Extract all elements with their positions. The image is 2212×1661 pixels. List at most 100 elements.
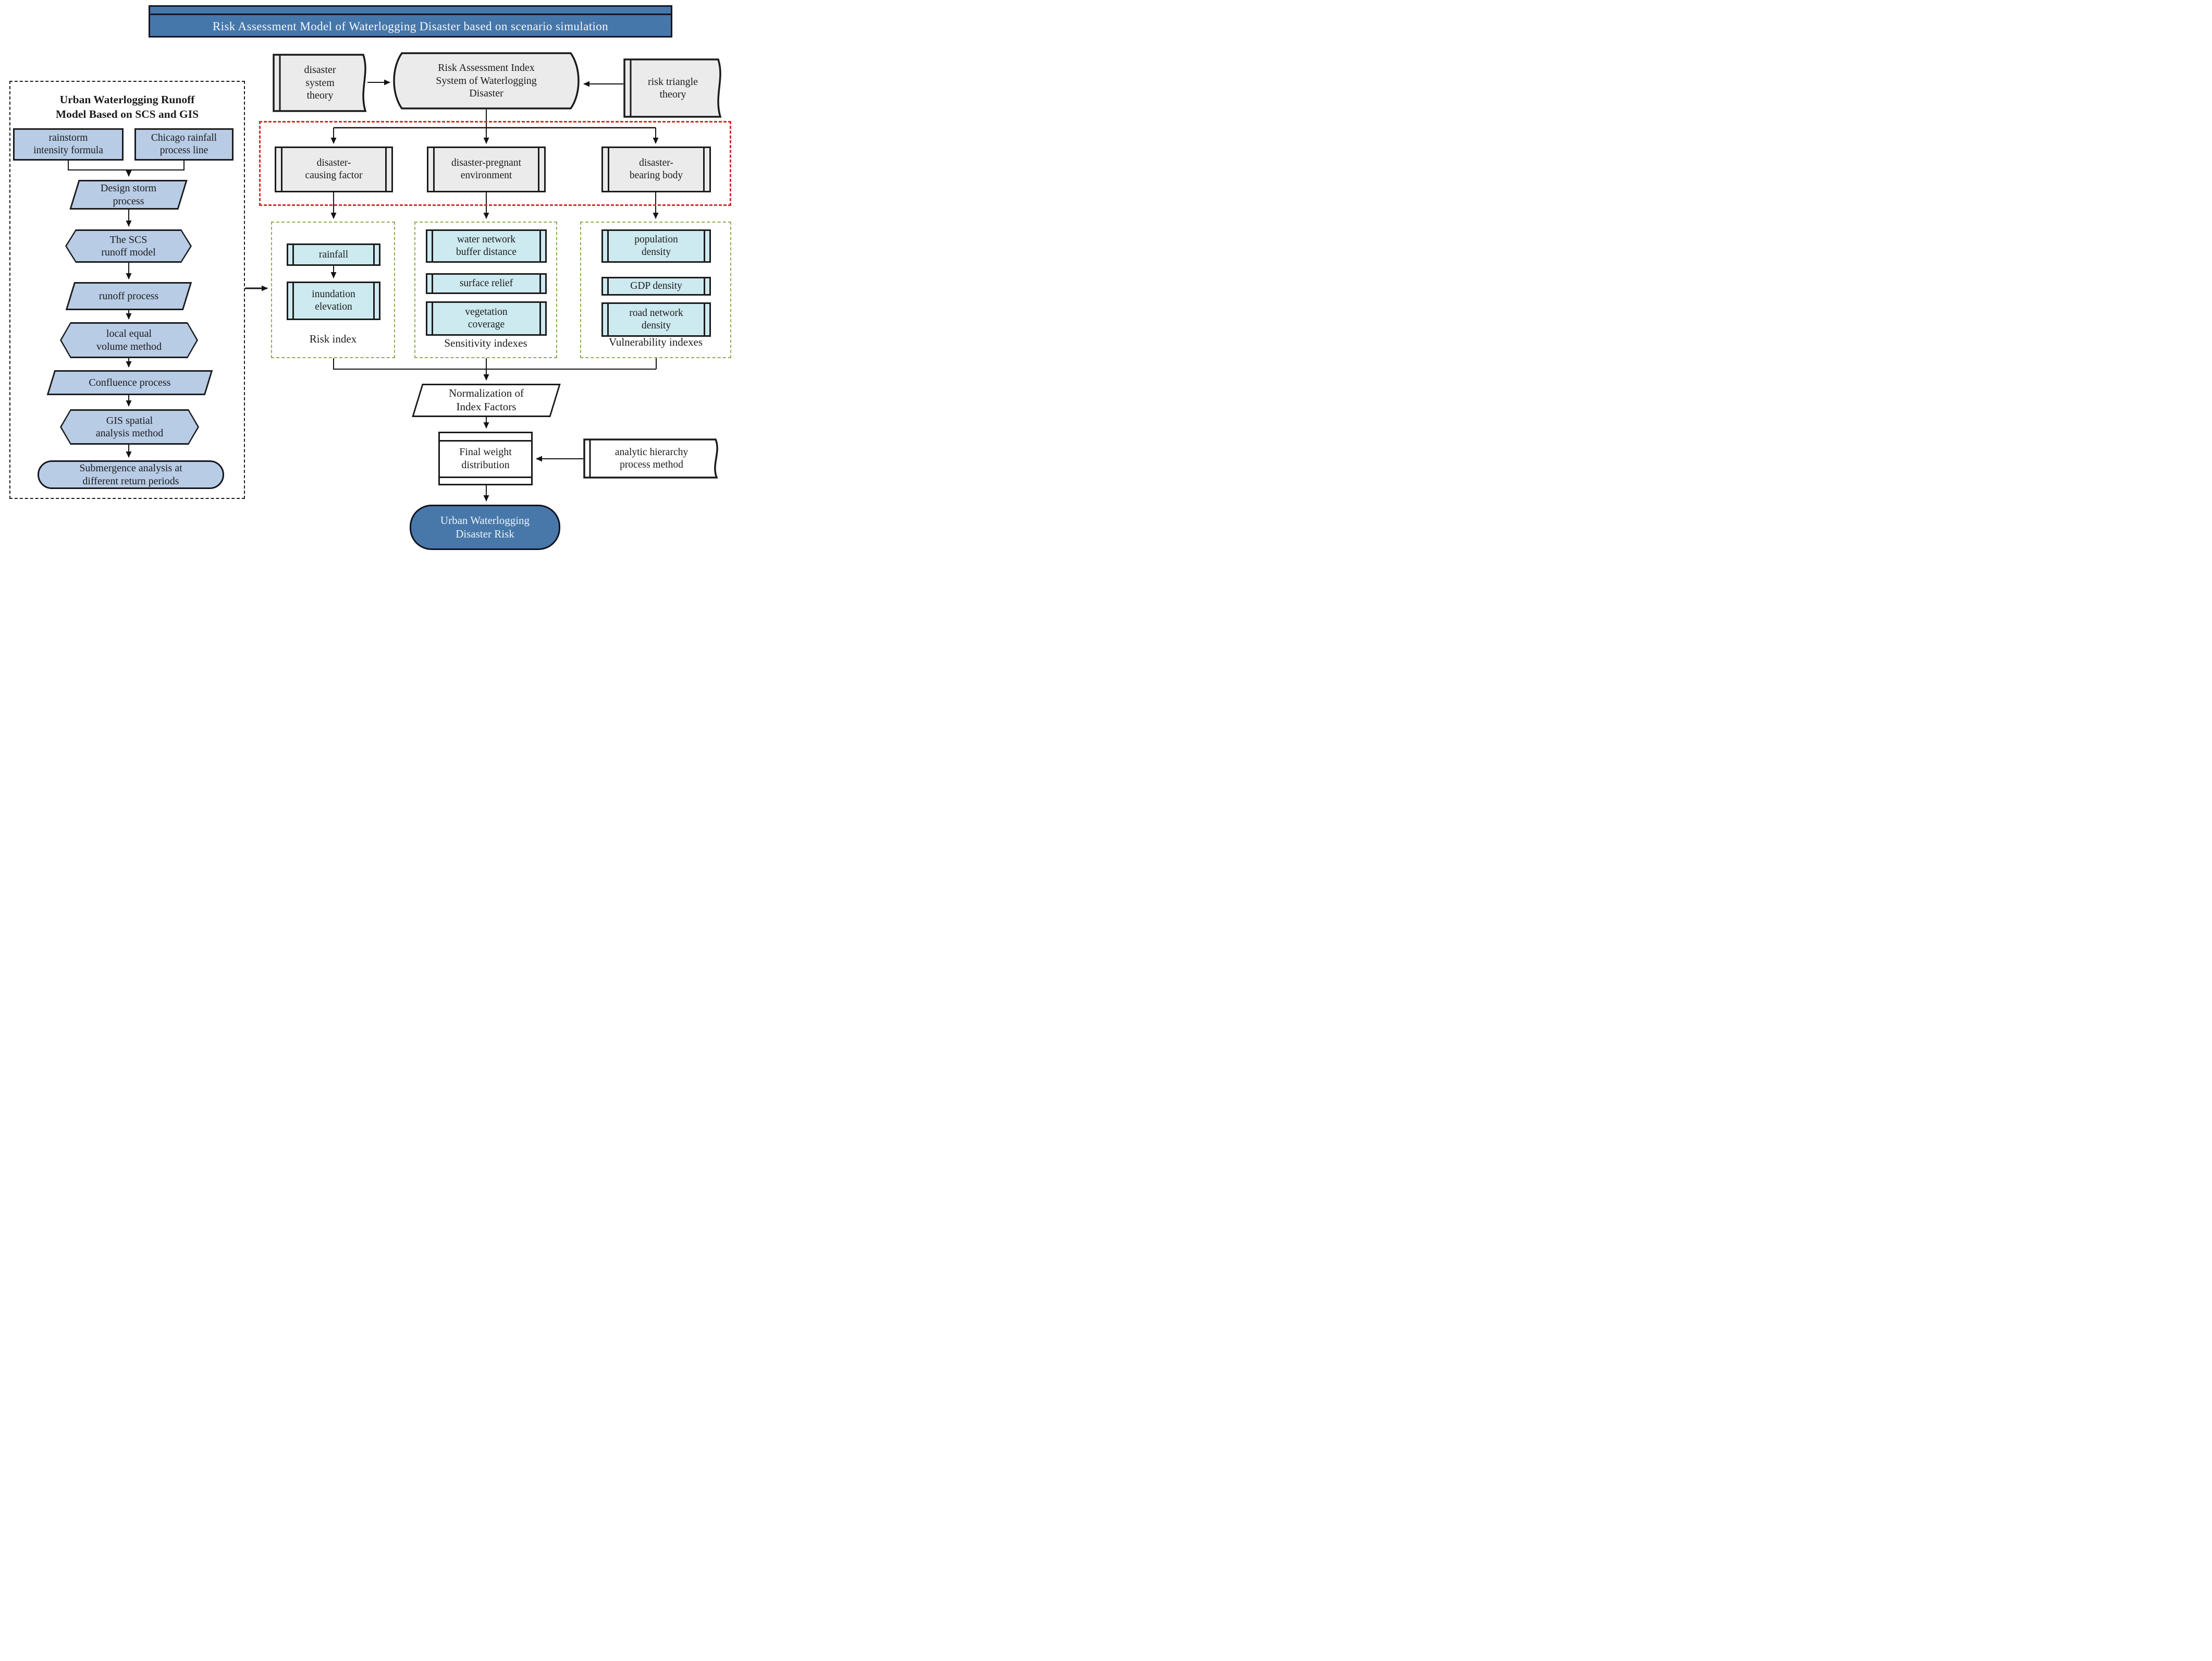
- vulnerability-group-label: Vulnerability indexes: [608, 336, 703, 348]
- node-road-network-density: road network density: [601, 302, 711, 337]
- chicago-label: Chicago rainfall process line: [151, 132, 217, 156]
- risk-index-group-label: Risk index: [309, 333, 357, 345]
- node-local-equal-volume-method: local equal volume method: [60, 322, 198, 358]
- population-density-label: population density: [634, 234, 678, 258]
- disaster-system-theory-label: disaster system theory: [304, 64, 336, 102]
- hexagon-fill: [62, 324, 196, 357]
- page-title: Risk Assessment Model of Waterlogging Di…: [212, 19, 609, 33]
- side-bar: [704, 278, 705, 294]
- side-bar: [539, 275, 541, 292]
- local-equal-volume-label: local equal volume method: [96, 328, 162, 352]
- side-bar: [607, 278, 609, 294]
- node-water-network-buffer-distance: water network buffer distance: [426, 229, 547, 263]
- side-bar: [539, 231, 541, 261]
- hexagon-fill: [62, 411, 198, 443]
- node-surface-relief: surface relief: [426, 273, 547, 294]
- node-design-storm-process: Design storm process: [68, 180, 189, 210]
- sensitivity-group-frame: [414, 222, 557, 358]
- side-bar: [704, 304, 705, 335]
- node-normalization: Normalization of Index Factors: [411, 384, 562, 417]
- side-bar: [373, 245, 375, 264]
- connector-layer: [68, 79, 659, 502]
- node-scs-runoff-model: The SCS runoff model: [65, 229, 192, 263]
- side-bar: [433, 148, 435, 191]
- side-bar: [703, 148, 705, 191]
- node-disaster-system-theory: disaster system theory: [273, 54, 367, 112]
- node-gdp-density: GDP density: [601, 277, 711, 296]
- index-system-label: Risk Assessment Index System of Waterlog…: [436, 62, 537, 100]
- node-risk-assessment-index-system: Risk Assessment Index System of Waterlog…: [392, 52, 580, 109]
- node-risk-triangle-theory: risk triangle theory: [623, 58, 722, 118]
- node-confluence-process: Confluence process: [44, 370, 215, 395]
- side-bar: [292, 283, 294, 319]
- side-bar: [292, 245, 294, 264]
- side-bar: [607, 304, 609, 335]
- submergence-label: Submergence analysis at different return…: [79, 462, 182, 487]
- rainfall-label: rainfall: [318, 249, 349, 260]
- banner-top-strip: [150, 7, 671, 15]
- side-bar: [432, 231, 433, 261]
- side-bar: [432, 275, 433, 292]
- hexagon-fill: [67, 231, 190, 261]
- final-weight-label: Final weight distribution: [459, 446, 512, 471]
- node-population-density: population density: [601, 229, 711, 263]
- side-bar: [704, 231, 705, 261]
- title-banner: Risk Assessment Model of Waterlogging Di…: [149, 5, 672, 38]
- node-chicago-rainfall-process-line: Chicago rainfall process line: [134, 128, 234, 161]
- design-storm-label: Design storm process: [100, 182, 157, 207]
- water-network-label: water network buffer distance: [456, 234, 517, 258]
- disaster-bearing-body-label: disaster- bearing body: [629, 157, 683, 181]
- side-bar: [385, 148, 387, 191]
- side-bar: [608, 148, 609, 191]
- node-disaster-bearing-body: disaster- bearing body: [601, 146, 711, 192]
- runoff-panel-title: Urban Waterlogging Runoff Model Based on…: [55, 93, 199, 120]
- node-analytic-hierarchy-process: analytic hierarchy process method: [583, 438, 720, 479]
- side-bar: [607, 231, 609, 261]
- sensitivity-group-label: Sensitivity indexes: [444, 337, 527, 349]
- node-vegetation-coverage: vegetation coverage: [426, 301, 547, 336]
- gis-spatial-label: GIS spatial analysis method: [95, 414, 164, 439]
- runoff-panel-frame: [9, 81, 245, 499]
- node-runoff-process: runoff process: [64, 282, 194, 310]
- ahp-label: analytic hierarchy process method: [615, 446, 689, 470]
- node-submergence-analysis: Submergence analysis at different return…: [38, 460, 224, 489]
- side-bar: [432, 303, 433, 334]
- node-rainstorm-intensity-formula: rainstorm intensity formula: [13, 128, 124, 161]
- risk-triangle-theory-label: risk triangle theory: [647, 76, 698, 100]
- node-gis-spatial-analysis-method: GIS spatial analysis method: [60, 409, 199, 445]
- scs-model-label: The SCS runoff model: [101, 234, 156, 258]
- connector-groups-merge: [333, 358, 656, 370]
- node-final-weight-distribution: Final weight distribution: [438, 432, 533, 485]
- result-label: Urban Waterlogging Disaster Risk: [440, 514, 530, 540]
- connector-sources-merge: [68, 161, 185, 170]
- flag-shape: [273, 54, 367, 112]
- flag-shape: [623, 58, 722, 118]
- confluence-label: Confluence process: [89, 376, 171, 388]
- diagram-canvas: Risk Assessment Model of Waterlogging Di…: [0, 0, 738, 554]
- road-network-density-label: road network density: [629, 308, 683, 331]
- disaster-causing-factor-label: disaster- causing factor: [305, 157, 363, 181]
- vegetation-coverage-label: vegetation coverage: [465, 307, 508, 330]
- flag-shape: [583, 438, 718, 479]
- side-bar: [538, 148, 539, 191]
- factor-group-frame: [259, 121, 731, 206]
- vulnerability-group-frame: [580, 222, 731, 358]
- side-bar: [281, 148, 282, 191]
- inundation-elevation-label: inundation elevation: [312, 289, 355, 312]
- node-disaster-pregnant-environment: disaster-pregnant environment: [427, 146, 546, 192]
- node-inundation-elevation: inundation elevation: [287, 282, 380, 320]
- node-rainfall: rainfall: [287, 243, 380, 266]
- risk-index-group-frame: [271, 222, 395, 358]
- band-line: [440, 477, 531, 478]
- normalization-label: Normalization of Index Factors: [448, 387, 524, 413]
- surface-relief-label: surface relief: [459, 278, 513, 289]
- cylinder-shape: [393, 52, 580, 109]
- rainstorm-label: rainstorm intensity formula: [33, 132, 103, 156]
- node-urban-waterlogging-disaster-risk: Urban Waterlogging Disaster Risk: [410, 505, 560, 550]
- runoff-process-label: runoff process: [99, 290, 159, 302]
- gdp-density-label: GDP density: [630, 280, 682, 292]
- node-disaster-causing-factor: disaster- causing factor: [275, 146, 393, 192]
- side-bar: [373, 283, 375, 319]
- disaster-pregnant-environment-label: disaster-pregnant environment: [451, 157, 521, 181]
- side-bar: [539, 303, 541, 334]
